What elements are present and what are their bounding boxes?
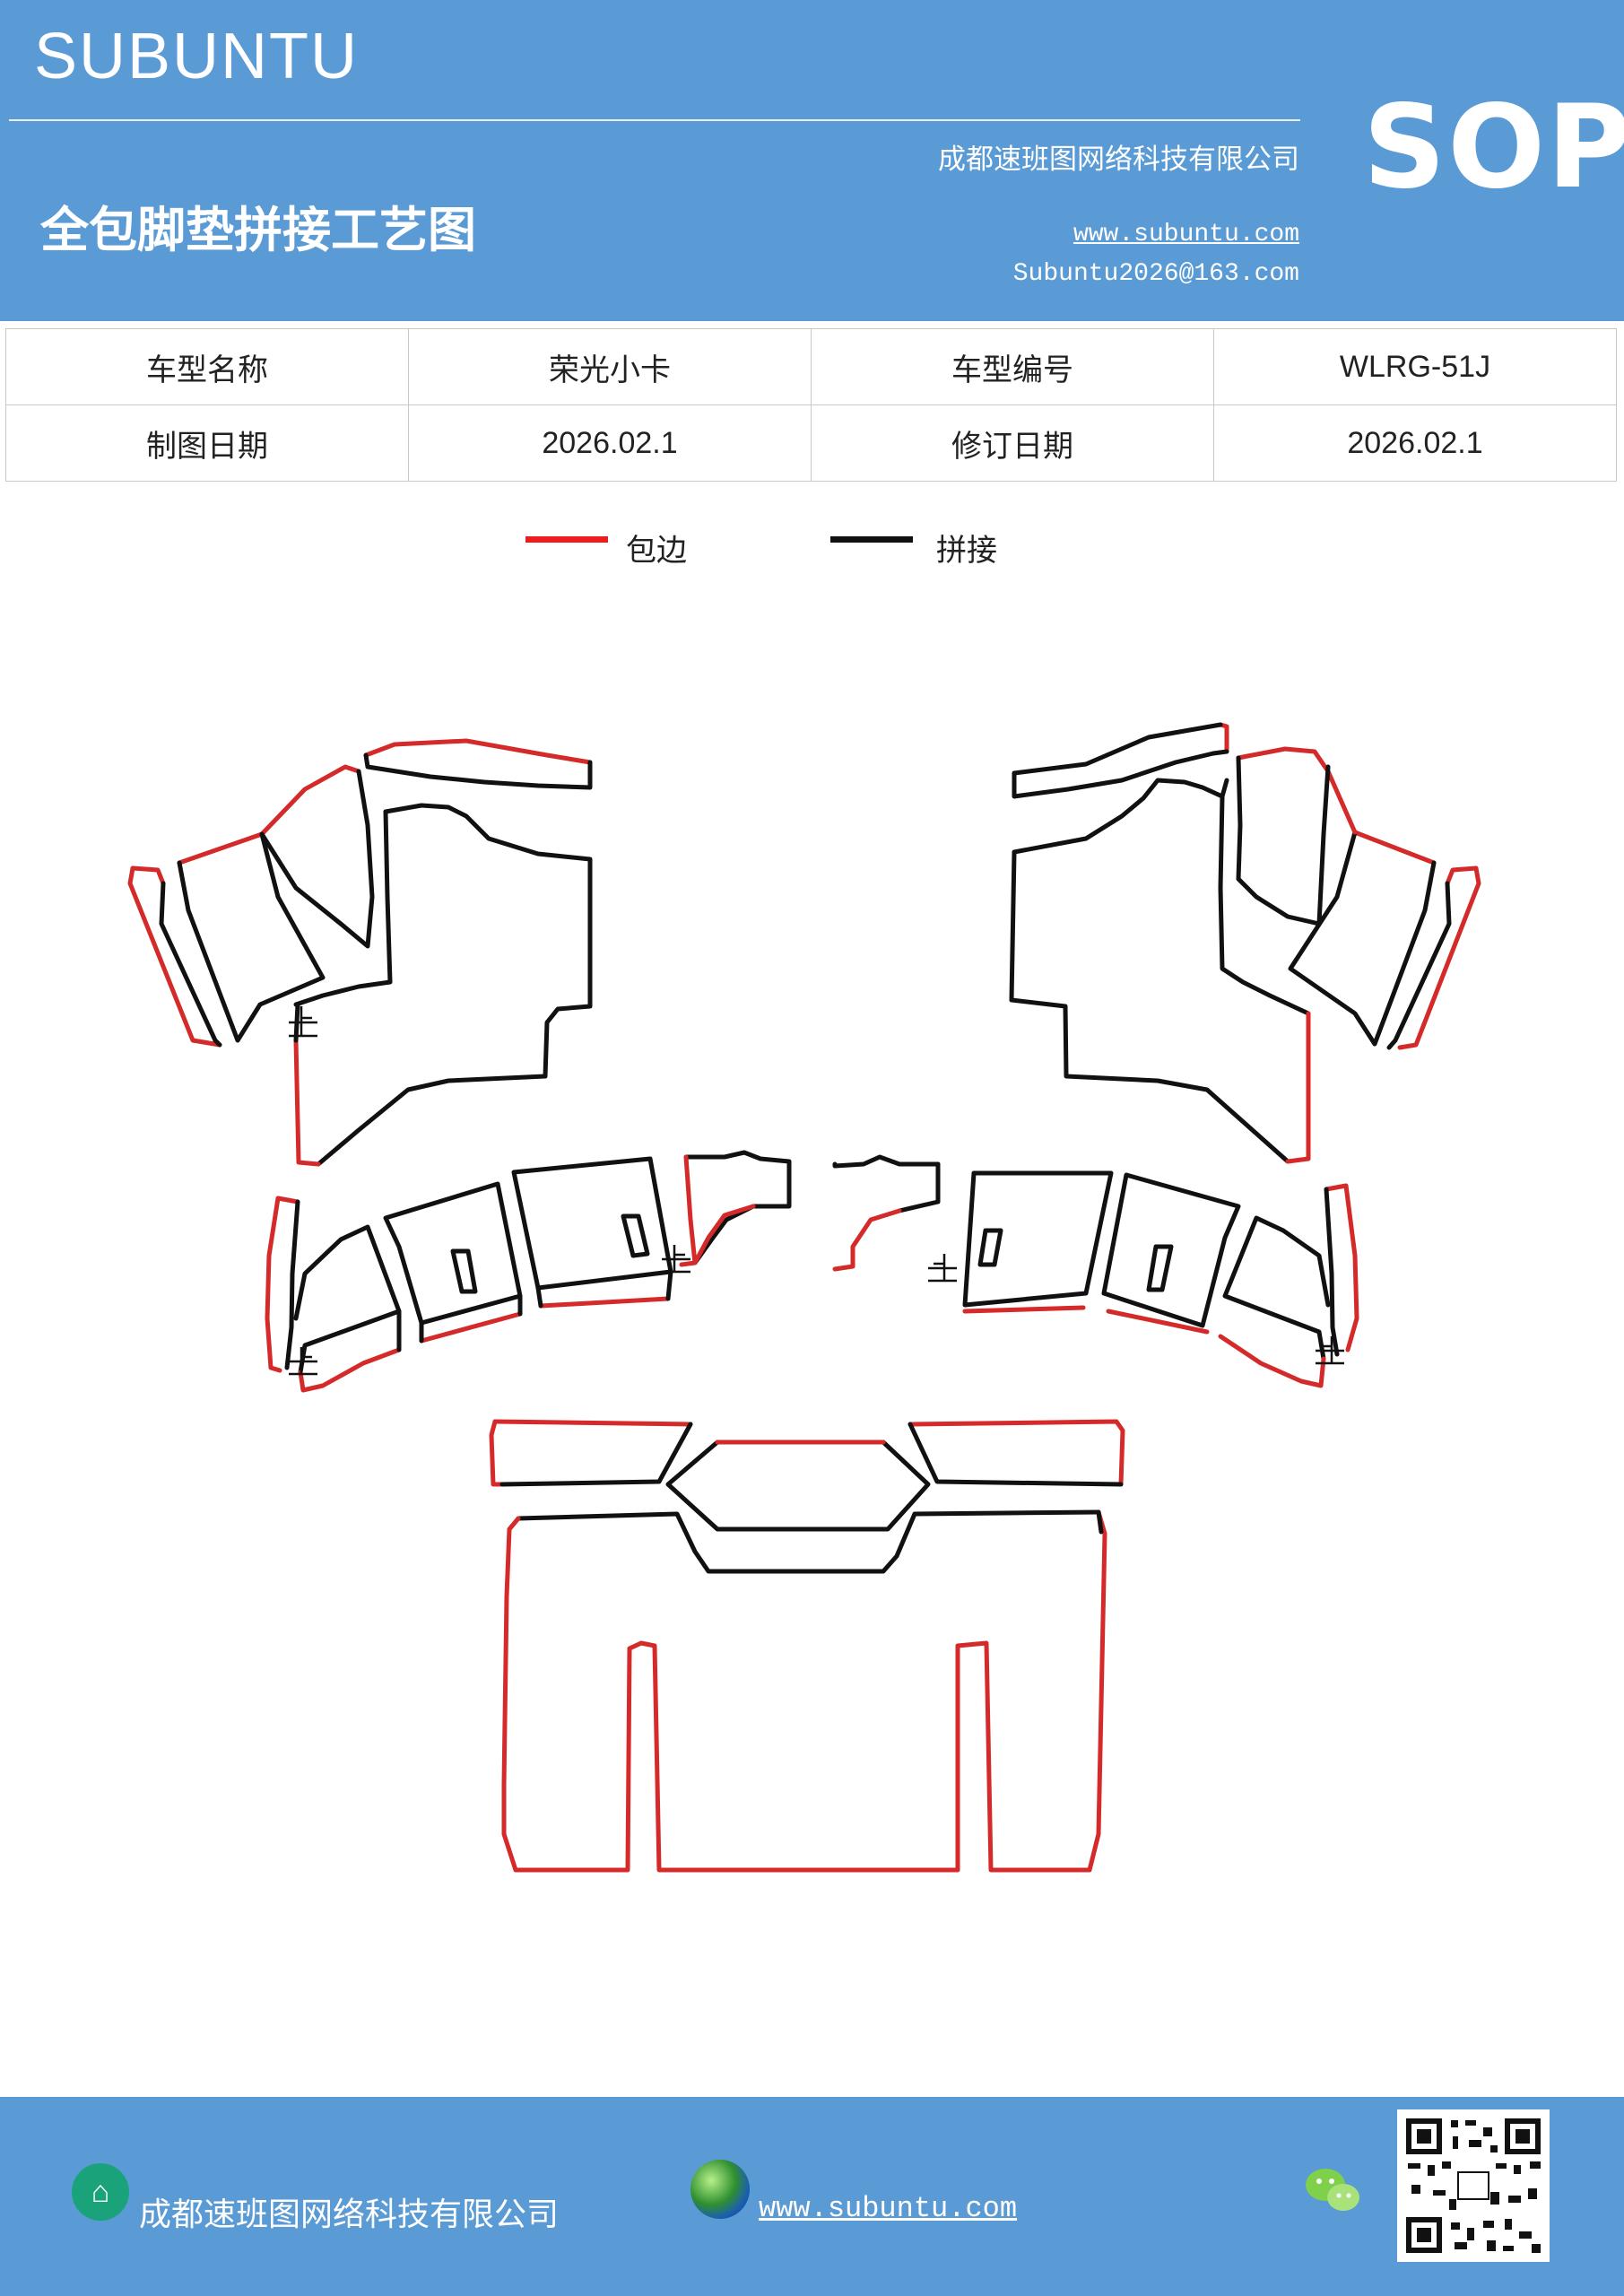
company-name: 成都速班图网络科技有限公司 bbox=[938, 144, 1299, 176]
website-link[interactable]: www.subuntu.com bbox=[1073, 221, 1299, 248]
footer-company-name: 成都速班图网络科技有限公司 bbox=[139, 2196, 560, 2233]
sop-badge: SOP bbox=[1363, 81, 1624, 214]
model-name-value: 荣光小卡 bbox=[408, 328, 812, 405]
building-icon: ⌂ bbox=[72, 2163, 129, 2221]
footer-website-link[interactable]: www.subuntu.com bbox=[759, 2192, 1018, 2225]
header-divider bbox=[9, 119, 1300, 121]
drawing-date-value: 2026.02.1 bbox=[408, 404, 812, 482]
vehicle-info-table: 车型名称 荣光小卡 车型编号 WLRG-51J 制图日期 2026.02.1 修… bbox=[5, 328, 1617, 482]
wechat-icon[interactable] bbox=[1302, 2163, 1365, 2217]
legend-seam-label: 拼接 bbox=[936, 533, 997, 569]
email-address: Subuntu2026@163.com bbox=[1012, 260, 1299, 288]
legend-binding-label: 包边 bbox=[626, 533, 687, 569]
qr-code[interactable] bbox=[1397, 2109, 1550, 2262]
brand-name: SUBUNTU bbox=[34, 21, 360, 92]
drawing-date-label: 制图日期 bbox=[5, 404, 409, 482]
revision-date-value: 2026.02.1 bbox=[1213, 404, 1617, 482]
model-code-value: WLRG-51J bbox=[1213, 328, 1617, 405]
model-name-label: 车型名称 bbox=[5, 328, 409, 405]
legend-seam-swatch bbox=[830, 536, 913, 543]
legend-binding-swatch bbox=[525, 536, 608, 543]
rear-floor-mats bbox=[489, 1419, 1125, 1873]
header-banner bbox=[0, 0, 1624, 321]
table-row: 车型名称 荣光小卡 车型编号 WLRG-51J bbox=[5, 328, 1617, 405]
left-upper-mats bbox=[127, 738, 593, 1167]
revision-date-label: 修订日期 bbox=[811, 404, 1214, 482]
right-upper-mats bbox=[1009, 722, 1481, 1164]
left-middle-mats bbox=[265, 1150, 792, 1393]
table-row: 制图日期 2026.02.1 修订日期 2026.02.1 bbox=[5, 404, 1617, 482]
right-middle-mats bbox=[832, 1154, 1359, 1388]
globe-icon bbox=[690, 2160, 750, 2219]
document-title: 全包脚垫拼接工艺图 bbox=[40, 201, 476, 258]
model-code-label: 车型编号 bbox=[811, 328, 1214, 405]
